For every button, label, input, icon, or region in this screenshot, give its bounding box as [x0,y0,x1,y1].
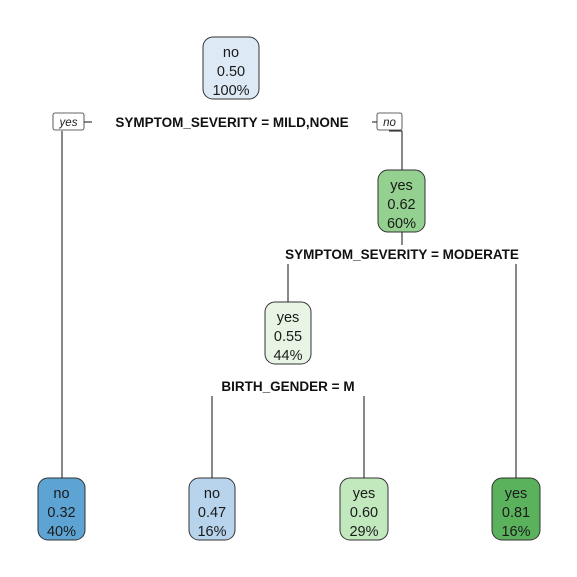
leaf-right-box [491,477,541,541]
leaf-right-class: yes [505,486,528,502]
leaf-right: yes 0.81 16% [491,477,541,541]
split-mid-label: BIRTH_GENDER = M [221,379,354,394]
node-right-prob: 0.62 [387,197,415,213]
leaf-gender-yes-percent: 29% [349,524,378,540]
edge-root-to-right-node [389,130,403,170]
leaf-left: no 0.32 40% [37,477,86,541]
leaf-gender-yes-box [339,477,389,541]
node-root-prob: 0.50 [217,64,245,80]
no-branch-label: no [383,117,396,129]
node-right-box [377,169,426,233]
node-root-box [202,36,260,100]
node-root-percent: 100% [212,83,249,99]
leaf-right-prob: 0.81 [502,505,530,521]
no-branch-box [376,112,403,131]
leaf-left-percent: 40% [47,524,76,540]
node-right: yes 0.62 60% [377,169,426,233]
split-root: yes SYMPTOM_SEVERITY = MILD,NONE no [52,112,403,131]
node-mid-prob: 0.55 [274,329,302,345]
split-right-label: SYMPTOM_SEVERITY = MODERATE [285,247,519,262]
node-mid-percent: 44% [273,348,302,364]
leaf-left-prob: 0.32 [47,505,75,521]
leaf-gender-no-percent: 16% [197,524,226,540]
leaf-gender-yes-class: yes [353,486,376,502]
leaf-gender-no-box [188,477,236,541]
leaf-right-percent: 16% [501,524,530,540]
leaf-gender-no-class: no [204,486,220,502]
node-mid-box [264,301,312,365]
leaf-gender-yes: yes 0.60 29% [339,477,389,541]
tree-edges [61,130,517,478]
split-root-label: SYMPTOM_SEVERITY = MILD,NONE [115,115,348,130]
node-mid: yes 0.55 44% [264,301,312,365]
node-right-percent: 60% [387,216,416,232]
leaf-left-class: no [53,486,69,502]
node-root-class: no [223,45,239,61]
node-right-class: yes [390,178,413,194]
leaf-gender-yes-prob: 0.60 [350,505,378,521]
yes-branch-label: yes [59,117,78,129]
leaf-left-box [37,477,86,541]
node-root: no 0.50 100% [202,36,260,100]
leaf-gender-no: no 0.47 16% [188,477,236,541]
leaf-gender-no-prob: 0.47 [198,505,226,521]
node-mid-class: yes [277,310,300,326]
